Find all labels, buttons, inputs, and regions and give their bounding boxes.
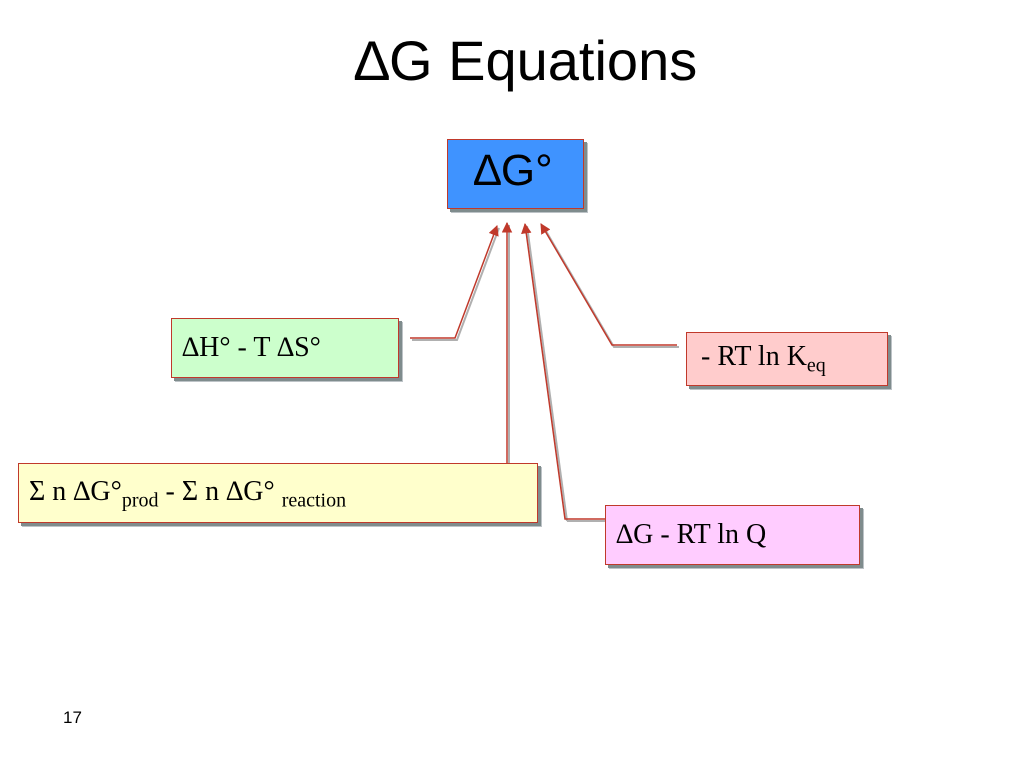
reaction-quotient-box: ∆G - RT ln Q [605,505,860,565]
formation-sum-reaction-subscript: reaction [281,489,347,512]
delta-g-standard-label: ∆G° [474,146,553,195]
slide-title: ∆G Equations [354,29,698,92]
enthalpy-entropy-label: ∆H° - T ∆S° [182,332,321,363]
formation-sum-prod-subscript: prod [121,489,159,512]
formation-sum-reactants: - Σ n ∆G° [158,476,282,507]
page-number: 17 [63,708,82,727]
delta-g-standard-box: ∆G° [447,139,584,209]
formation-sum-box: Σ n ∆G°prod - Σ n ∆G° reaction [18,463,538,523]
arrow-keq-to-center [540,223,677,346]
equilibrium-constant-label: - RT ln K [701,341,807,372]
equilibrium-constant-box: - RT ln Keq [686,332,888,386]
formation-sum-products: Σ n ∆G° [29,476,122,507]
equilibrium-constant-subscript: eq [806,354,826,377]
reaction-quotient-label: ∆G - RT ln Q [616,519,767,550]
arrow-q-to-center [521,222,605,520]
enthalpy-entropy-box: ∆H° - T ∆S° [171,318,399,378]
arrow-enthalpy-to-center [410,225,499,339]
